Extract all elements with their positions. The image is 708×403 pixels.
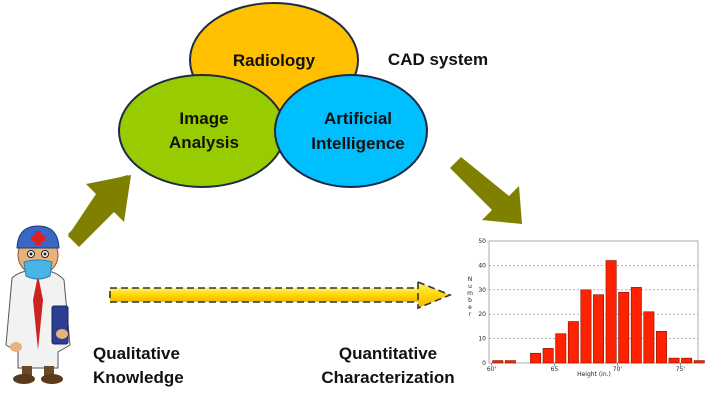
histogram-bar (668, 357, 680, 364)
y-tick-label: 50 (478, 238, 486, 245)
histogram-bar (605, 260, 617, 364)
cad-system-label: CAD system (388, 50, 488, 69)
y-axis-label-letter: m (467, 290, 473, 297)
histogram-bar (681, 357, 693, 364)
image-analysis-label-line2: Analysis (169, 133, 239, 152)
image-analysis-label-line1: Image (179, 109, 228, 128)
histogram-bar (580, 289, 592, 364)
y-axis-label-letter: b (468, 297, 472, 304)
quantitative-caption-line1: Quantitative (338, 344, 438, 363)
x-tick-label: 65 (551, 366, 559, 373)
histogram-bar (542, 348, 554, 364)
qualitative-knowledge-caption: Qualitative Knowledge (93, 342, 184, 390)
histogram-bar (567, 321, 579, 364)
histogram-bar (504, 360, 516, 364)
histogram-bar (630, 287, 642, 364)
quantitative-characterization-caption: Quantitative Characterization (316, 342, 460, 390)
histogram-bar (530, 352, 542, 364)
quantitative-caption-line2: Characterization (321, 368, 455, 387)
doctor-figure-icon (5, 225, 71, 384)
height-histogram-chart: 0 10 20 30 40 50 60' 65 70' 75' Height (in.) Num… (467, 238, 705, 378)
artificial-intelligence-label-line1: Artificial (324, 109, 392, 128)
y-axis-label-letter: e (468, 304, 472, 311)
chart-y-tick-labels: 0 10 20 30 40 50 (478, 238, 486, 367)
arrow-up-right-shaft (68, 175, 131, 247)
qualitative-caption-line2: Knowledge (93, 368, 184, 387)
radiology-label: Radiology (233, 51, 316, 70)
histogram-bar (693, 360, 705, 364)
x-tick-label: 75' (676, 366, 686, 373)
dashed-arrow-icon (109, 280, 453, 310)
histogram-bar (593, 294, 604, 364)
x-tick-label: 60' (487, 366, 497, 373)
y-tick-label: 0 (482, 360, 486, 367)
histogram-bar (643, 311, 655, 364)
y-tick-label: 40 (478, 262, 486, 269)
arrow-down-right-icon (450, 157, 522, 224)
histogram-bar (555, 333, 567, 364)
y-tick-label: 20 (478, 311, 486, 318)
qualitative-caption-line1: Qualitative (93, 344, 180, 363)
artificial-intelligence-label-line2: Intelligence (311, 134, 405, 153)
chart-x-tick-labels: 60' 65 70' 75' (487, 363, 685, 373)
chart-x-axis-label: Height (in.) (577, 371, 611, 378)
artificial-intelligence-ellipse (274, 74, 428, 188)
histogram-bar (656, 330, 667, 364)
histogram-bar (618, 291, 630, 364)
y-tick-label: 30 (478, 287, 486, 294)
chart-bars (492, 260, 705, 364)
y-axis-label-letter: u (468, 283, 472, 290)
y-axis-label-letter: N (468, 276, 473, 283)
y-tick-label: 10 (478, 336, 486, 343)
venn-diagram: Radiology Image Analysis Artificial Inte… (118, 2, 428, 188)
y-axis-label-letter: r (469, 311, 472, 318)
image-analysis-ellipse (118, 74, 286, 188)
histogram-bar (492, 360, 504, 364)
x-tick-label: 70' (613, 366, 623, 373)
